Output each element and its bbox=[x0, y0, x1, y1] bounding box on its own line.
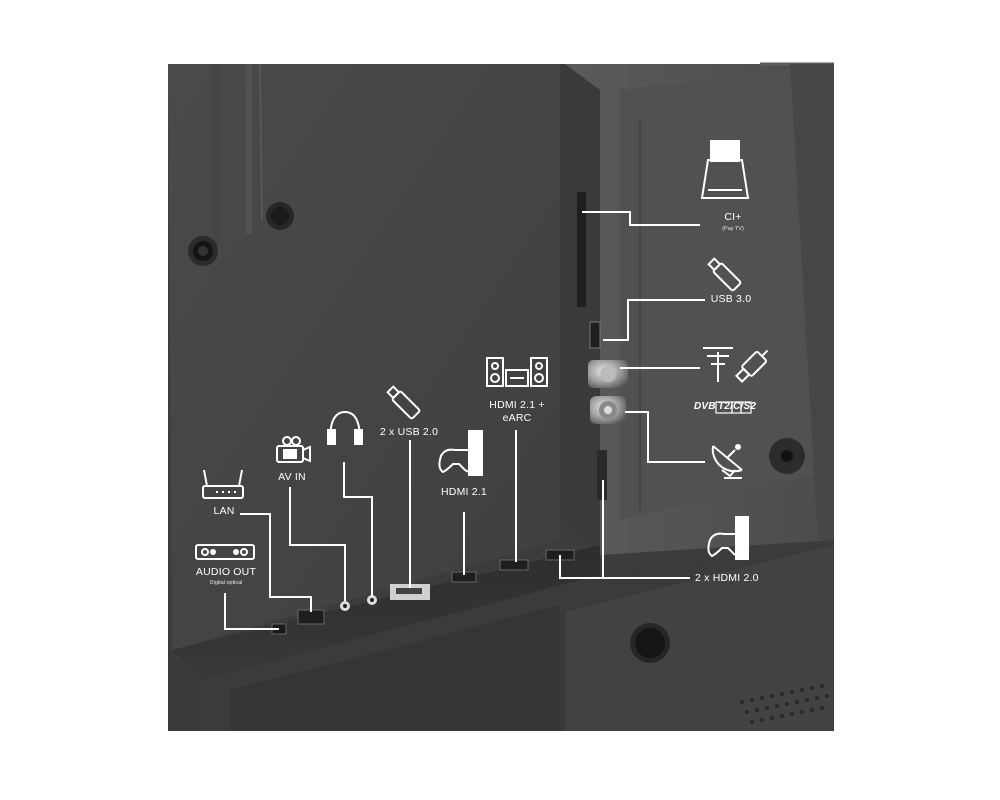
dvb-logo-frames bbox=[715, 401, 752, 414]
hdmi-21-label: HDMI 2.1 bbox=[441, 486, 487, 498]
audio-out-label: AUDIO OUT bbox=[195, 566, 257, 578]
back-cover bbox=[168, 64, 560, 650]
router-icon bbox=[202, 469, 244, 499]
dvb-standards-label: T2/C/S2 bbox=[718, 401, 757, 412]
usb-2-label: 2 x USB 2.0 bbox=[379, 426, 439, 438]
optical-audio-icon bbox=[195, 544, 255, 560]
usb-3-label: USB 3.0 bbox=[710, 293, 752, 305]
camcorder-icon bbox=[276, 436, 311, 463]
speakers-icon bbox=[486, 357, 548, 387]
hdmi-earc-label-line2: eARC bbox=[502, 412, 532, 424]
ci-slot bbox=[577, 192, 586, 307]
ci-plus-label: CI+ bbox=[724, 211, 742, 223]
hdmi-earc-label-line1: HDMI 2.1 + bbox=[489, 399, 545, 411]
game-console-icon bbox=[438, 430, 483, 476]
headphones-icon bbox=[327, 410, 363, 445]
hdmi-20-label: 2 x HDMI 2.0 bbox=[695, 572, 759, 584]
port-rail bbox=[172, 545, 600, 680]
satellite-dish-icon bbox=[711, 444, 743, 479]
audio-out-sublabel: Digital optical bbox=[209, 580, 243, 586]
game-console-icon bbox=[707, 516, 749, 560]
leader-lines bbox=[224, 211, 705, 630]
hdmi-earc-port bbox=[499, 559, 529, 571]
usb-stick-icon bbox=[386, 385, 421, 420]
av-in-label: AV IN bbox=[278, 471, 306, 483]
lan-label: LAN bbox=[213, 505, 235, 517]
ci-card-icon bbox=[700, 140, 750, 199]
dvb-label: DVB bbox=[694, 401, 716, 412]
ci-plus-sublabel: (Pay TV) bbox=[722, 226, 744, 232]
lower-housing bbox=[566, 545, 834, 731]
antenna-icon bbox=[703, 347, 733, 382]
coax-cable-icon bbox=[735, 349, 769, 383]
usb-stick-icon bbox=[707, 257, 742, 292]
lan-port bbox=[297, 609, 325, 625]
usb3-port bbox=[589, 321, 601, 349]
hdmi-side-port bbox=[597, 450, 607, 500]
